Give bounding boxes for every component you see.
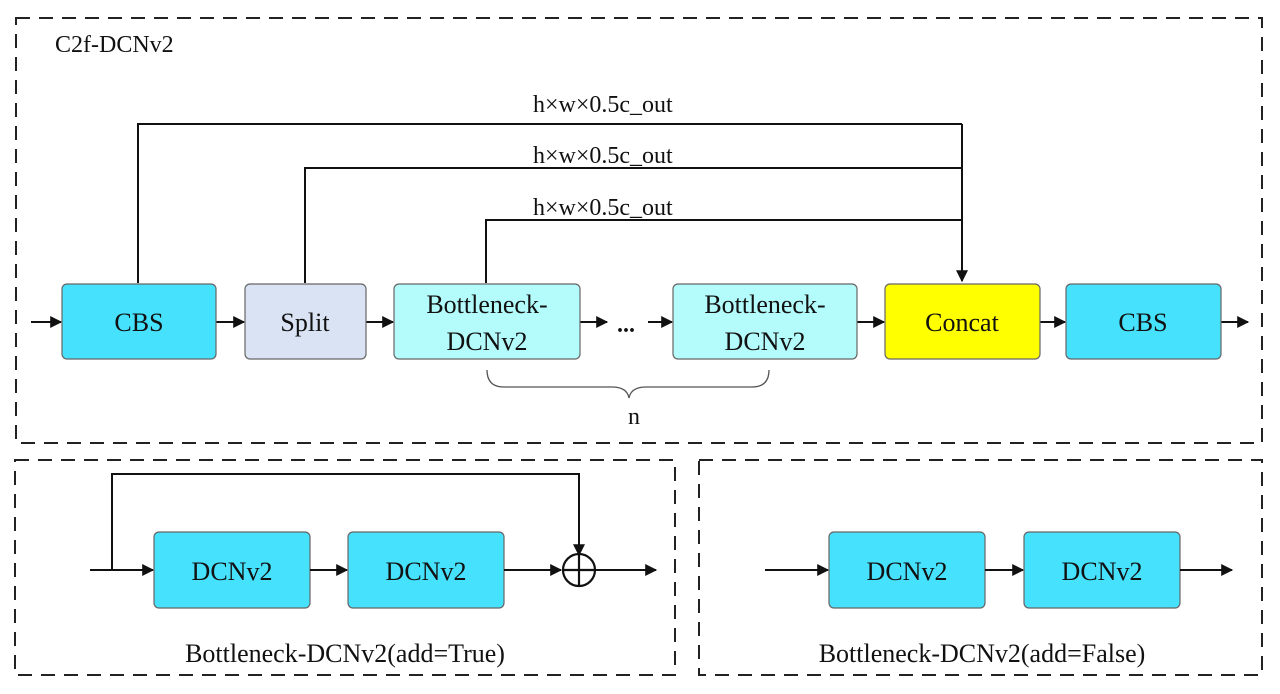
panel-border	[14, 459, 676, 676]
block-shape	[672, 283, 858, 360]
repeat-count-label: n	[628, 404, 640, 430]
block-split: Split	[244, 283, 367, 360]
branch-label: h×w×0.5c_out	[533, 195, 673, 221]
block-label: DCNv2	[192, 557, 273, 586]
panel-title: C2f-DCNv2	[55, 32, 174, 58]
panel-caption: Bottleneck-DCNv2(add=False)	[819, 639, 1146, 668]
block-label: Bottleneck-	[704, 290, 825, 319]
block-shape	[244, 283, 367, 360]
block-dcnv2-1: DCNv2	[828, 531, 986, 609]
block-label: Concat	[925, 308, 999, 337]
block-bottleneck-n: Bottleneck- DCNv2	[672, 283, 858, 360]
block-label: Split	[280, 308, 330, 337]
block-label: DCNv2	[386, 557, 467, 586]
block-concat: Concat	[884, 283, 1041, 360]
block-cbs-1: CBS	[61, 283, 217, 360]
branch-line-cbs	[137, 123, 962, 283]
branch-label: h×w×0.5c_out	[533, 143, 673, 169]
circle-plus-icon	[561, 552, 597, 588]
block-label: CBS	[1118, 308, 1167, 337]
repeat-brace	[486, 369, 770, 399]
bottleneck-add-true-panel: DCNv2 DCNv2 Bottleneck-DCNv2(add=True)	[14, 459, 676, 676]
block-shape	[61, 283, 217, 360]
ellipsis: ...	[617, 312, 635, 338]
panel-border	[15, 17, 1263, 444]
branch-line-bottleneck	[485, 219, 962, 283]
block-shape	[393, 283, 581, 360]
branch-line-split	[304, 167, 962, 283]
block-label: DCNv2	[447, 327, 528, 356]
panel-border	[698, 459, 1263, 676]
block-dcnv2-2: DCNv2	[347, 531, 505, 609]
block-label: CBS	[114, 308, 163, 337]
block-dcnv2-2: DCNv2	[1023, 531, 1181, 609]
block-cbs-2: CBS	[1065, 283, 1222, 360]
panel-caption: Bottleneck-DCNv2(add=True)	[185, 639, 505, 668]
block-label: DCNv2	[725, 327, 806, 356]
block-shape	[884, 283, 1041, 360]
block-label: DCNv2	[867, 557, 948, 586]
block-label: DCNv2	[1062, 557, 1143, 586]
block-shape	[1065, 283, 1222, 360]
block-bottleneck-1: Bottleneck- DCNv2	[393, 283, 581, 360]
bottleneck-add-false-panel: DCNv2 DCNv2 Bottleneck-DCNv2(add=False)	[698, 459, 1263, 676]
c2f-dcnv2-panel: C2f-DCNv2 h×w×0.5c_out h×w×0.5c_out h×w×…	[15, 17, 1263, 444]
block-label: Bottleneck-	[426, 290, 547, 319]
residual-skip-connection	[111, 473, 585, 570]
branch-label: h×w×0.5c_out	[533, 92, 673, 118]
block-dcnv2-1: DCNv2	[153, 531, 311, 609]
branch-connections	[137, 123, 968, 283]
